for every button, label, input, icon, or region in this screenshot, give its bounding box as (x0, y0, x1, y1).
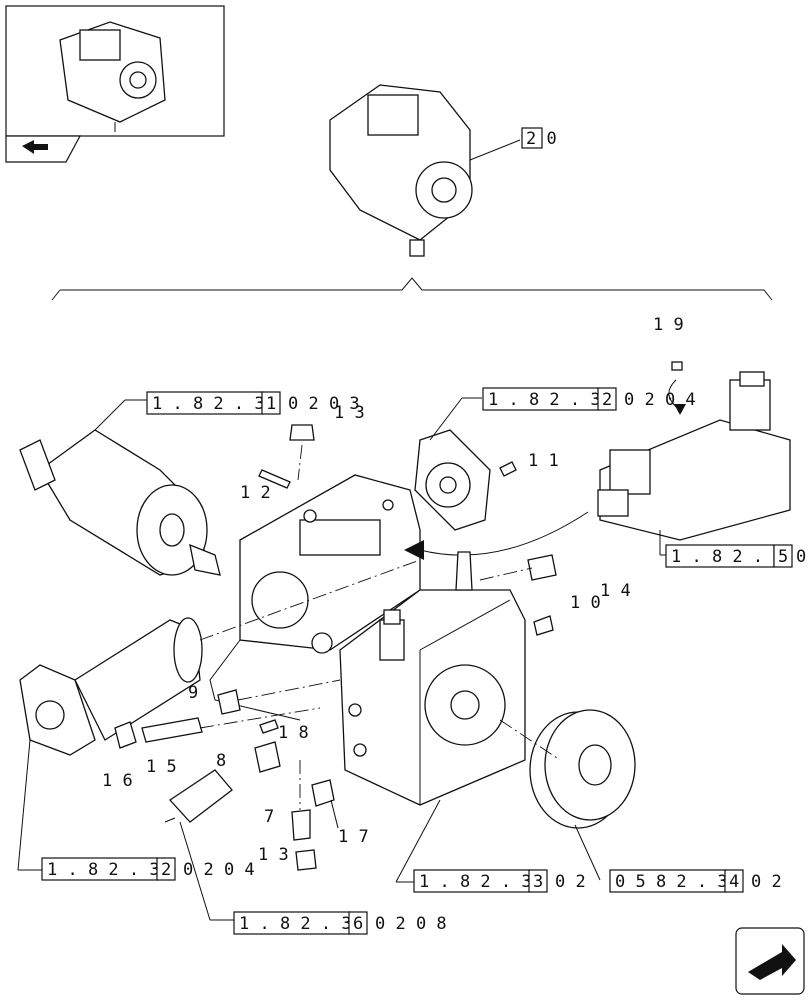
svg-text:1 . 8 2 . 3: 1 . 8 2 . 3 (47, 860, 160, 880)
callout-15: 1 5 (146, 757, 177, 777)
callout-13: 1 3 (334, 403, 365, 423)
pin-12 (258, 469, 291, 489)
callout-8: 8 (216, 751, 226, 771)
ref-box-6[interactable]: 0 5 8 2 . 3 4 0 2 (609, 869, 782, 893)
callout-17: 1 7 (338, 827, 369, 847)
drive-shaft-unit (19, 399, 221, 576)
assembly-overview (51, 84, 773, 301)
servo-cylinder (17, 617, 203, 871)
ref-box-7[interactable]: 1 . 8 2 . 3 6 0 2 0 8 (233, 911, 447, 935)
screw-15 (141, 717, 203, 743)
assembly-thumbnail (59, 21, 166, 132)
plug-8 (254, 741, 281, 773)
ref-box-3[interactable]: 1 . 8 2 . 3 5 0 (665, 544, 806, 568)
callout-10: 1 0 (570, 593, 601, 613)
svg-text:6: 6 (353, 914, 363, 934)
callout-label-assembly: 2 0 (526, 129, 557, 149)
mount-arrow-icon (404, 511, 589, 560)
solenoid-valve (597, 371, 791, 556)
plug-13b (295, 849, 317, 871)
plug-17 (311, 779, 335, 807)
nut-16 (114, 721, 137, 749)
callout-7: 7 (264, 807, 274, 827)
svg-text:0 5 8 2 . 3: 0 5 8 2 . 3 (615, 872, 728, 892)
svg-text:5: 5 (778, 547, 788, 567)
callout-11: 1 1 (528, 451, 559, 471)
svg-text:0 2: 0 2 (751, 872, 782, 892)
callout-14: 1 4 (600, 581, 631, 601)
pressure-valve (164, 769, 234, 921)
screw-11 (499, 461, 517, 477)
item-19-arrow-icon (668, 361, 686, 415)
svg-text:0 2 0 4: 0 2 0 4 (183, 860, 255, 880)
svg-text:1 . 8 2 . 3: 1 . 8 2 . 3 (488, 390, 601, 410)
svg-text:2: 2 (161, 860, 171, 880)
svg-text:0 2 0 8: 0 2 0 8 (375, 914, 447, 934)
ref-box-4[interactable]: 1 . 8 2 . 3 2 0 2 0 4 (41, 857, 255, 881)
callout-assembly: 2 0 (521, 127, 557, 149)
svg-text:1 . 8 2 . 3: 1 . 8 2 . 3 (239, 914, 352, 934)
plug-14 (527, 554, 557, 581)
callout-9: 9 (188, 683, 198, 703)
next-page-button[interactable] (735, 927, 805, 995)
ref-box-2[interactable]: 1 . 8 2 . 3 2 0 2 0 4 (482, 387, 696, 411)
svg-text:1: 1 (266, 394, 276, 414)
pump-body (339, 589, 526, 806)
cover-plate (414, 397, 491, 531)
axis-lines (199, 444, 561, 810)
callout-16: 1 6 (102, 771, 133, 791)
leader-lines (330, 799, 441, 883)
bearing-disc (529, 709, 636, 881)
back-arrow-icon[interactable] (22, 140, 48, 154)
main-housing (209, 474, 421, 721)
svg-text:0 2 0 4: 0 2 0 4 (624, 390, 696, 410)
next-page-arrow-icon (748, 944, 796, 980)
callout-12: 1 2 (240, 483, 271, 503)
callout-19: 1 9 (653, 315, 684, 335)
plug-10 (533, 615, 554, 636)
svg-text:1 . 8 2 . 3: 1 . 8 2 . 3 (671, 547, 784, 567)
pin-7 (291, 809, 311, 841)
small-parts (114, 424, 557, 871)
svg-text:3: 3 (533, 872, 543, 892)
pin-18 (259, 719, 279, 734)
fitting (455, 551, 473, 591)
svg-text:1 . 8 2 . 3: 1 . 8 2 . 3 (419, 872, 532, 892)
svg-text:2: 2 (602, 390, 612, 410)
svg-text:0 2: 0 2 (555, 872, 586, 892)
svg-text:0 2 0 3: 0 2 0 3 (288, 394, 360, 414)
plug-9 (217, 689, 241, 715)
plug-13 (289, 424, 315, 441)
svg-text:4: 4 (729, 872, 739, 892)
svg-text:1 . 8 2 . 3: 1 . 8 2 . 3 (152, 394, 265, 414)
thumbnail-panel[interactable] (5, 5, 225, 163)
ref-box-1[interactable]: 1 . 8 2 . 3 1 0 2 0 3 (146, 391, 360, 415)
callout-13b: 1 3 (258, 845, 289, 865)
svg-text:0: 0 (796, 547, 806, 567)
callout-18: 1 8 (278, 723, 309, 743)
ref-box-5[interactable]: 1 . 8 2 . 3 3 0 2 (413, 869, 586, 893)
